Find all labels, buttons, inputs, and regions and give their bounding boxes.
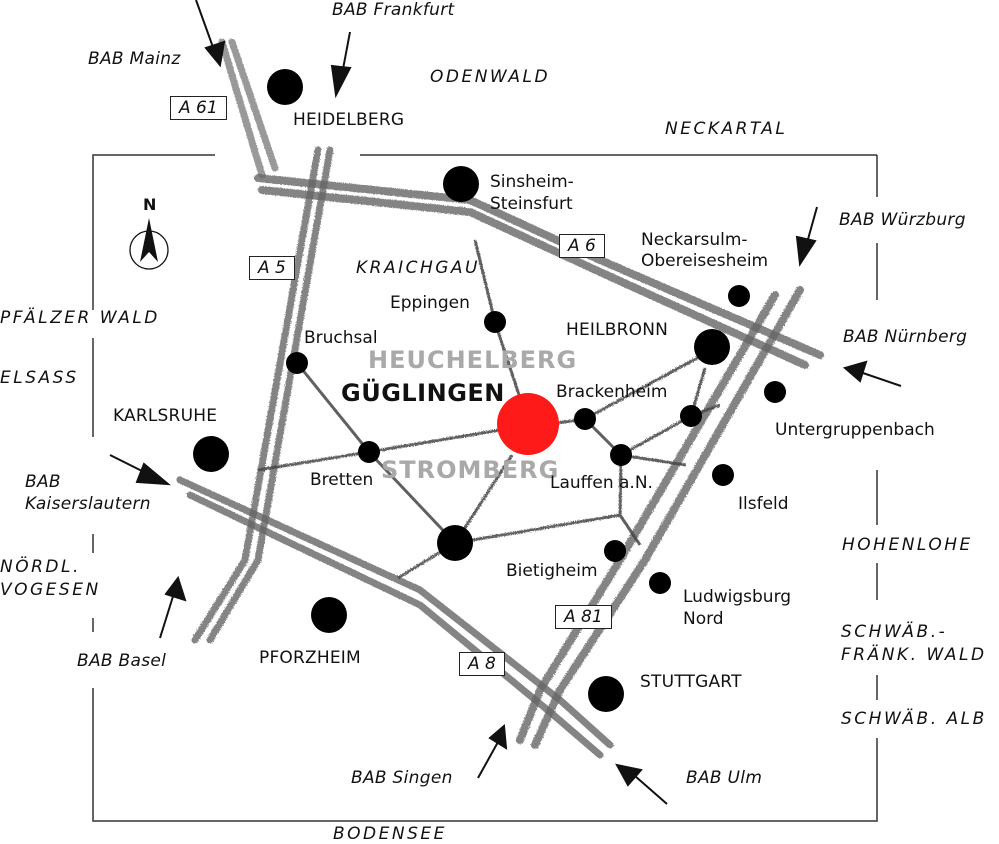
region-hohenlohe: HOHENLOHE	[842, 535, 973, 555]
motorway-shield-a61: A 61	[170, 96, 227, 120]
city-ludwigsburg-2: Nord	[683, 609, 724, 629]
direction-mainz: BAB Mainz	[88, 49, 181, 69]
map-frame	[92, 154, 878, 822]
heilbronn-marker	[694, 329, 730, 365]
city-bretten: Bretten	[310, 470, 374, 490]
direction-arrows	[109, 0, 902, 805]
bruchsal-marker	[286, 352, 308, 374]
direction-wuerzburg: BAB Würzburg	[839, 210, 966, 230]
region-kraichgau: KRAICHGAU	[356, 258, 481, 278]
region-schwaeb-alb: SCHWÄB. ALB	[841, 709, 987, 729]
city-sinsheim-1: Sinsheim-	[490, 172, 574, 192]
city-heidelberg: HEIDELBERG	[293, 110, 405, 130]
city-pforzheim: PFORZHEIM	[259, 648, 361, 668]
untergruppenbach-marker	[764, 381, 786, 403]
direction-nuernberg: BAB Nürnberg	[843, 327, 968, 347]
region-noerdl-vogesen-1: NÖRDL.	[0, 557, 81, 577]
hill-heuchelberg: HEUCHELBERG	[368, 346, 578, 374]
city-untergruppenbach: Untergruppenbach	[775, 420, 935, 440]
city-eppingen: Eppingen	[390, 293, 470, 313]
compass-north-label: N	[143, 195, 157, 214]
eppingen-marker	[484, 311, 506, 333]
sinsheim-marker	[443, 166, 479, 202]
region-noerdl-vogesen-2: VOGESEN	[0, 580, 101, 600]
ilsfeld-marker	[712, 464, 734, 486]
region-bodensee: BODENSEE	[333, 824, 447, 844]
region-odenwald: ODENWALD	[430, 67, 551, 87]
pforzheim-marker	[311, 597, 347, 633]
brackenheim-marker	[574, 408, 596, 430]
direction-frankfurt: BAB Frankfurt	[332, 0, 455, 20]
city-karlsruhe: KARLSRUHE	[113, 406, 218, 426]
motorway-shield-a81: A 81	[555, 605, 612, 629]
region-neckartal: NECKARTAL	[665, 119, 788, 139]
city-neckarsulm-1: Neckarsulm-	[641, 230, 748, 250]
city-heilbronn: HEILBRONN	[566, 320, 669, 340]
city-lauffen: Lauffen a.N.	[550, 473, 653, 493]
stuttgart-marker	[588, 676, 624, 712]
heidelberg-marker	[267, 69, 303, 105]
direction-ulm: BAB Ulm	[686, 768, 763, 788]
city-stuttgart: STUTTGART	[640, 672, 742, 692]
direction-kaiserslautern-2: Kaiserslautern	[25, 494, 151, 514]
city-neckarsulm-2: Obereisesheim	[641, 251, 769, 271]
lauffen-marker	[610, 444, 632, 466]
ludwigsburg-marker	[649, 572, 671, 594]
city-bietigheim: Bietigheim	[506, 561, 598, 581]
hill-stromberg: STROMBERG	[381, 456, 560, 484]
gueglingen-marker	[497, 393, 559, 455]
city-ludwigsburg-1: Ludwigsburg	[683, 587, 792, 607]
direction-singen: BAB Singen	[351, 768, 453, 788]
city-brackenheim: Brackenheim	[556, 382, 668, 402]
motorways	[176, 38, 824, 759]
motorway-shield-a6: A 6	[559, 234, 605, 258]
motorway-shield-a8: A 8	[459, 652, 505, 676]
bretten-marker	[358, 441, 380, 463]
neckarsulm-marker	[728, 285, 750, 307]
city-bruchsal: Bruchsal	[304, 328, 378, 348]
destination-label: GÜGLINGEN	[341, 379, 505, 407]
direction-basel: BAB Basel	[77, 651, 167, 671]
city-sinsheim-2: Steinsfurt	[490, 194, 573, 214]
motorway-shield-a5: A 5	[249, 256, 295, 280]
lauffen-east-marker	[680, 405, 702, 427]
city-ilsfeld: Ilsfeld	[738, 494, 789, 514]
compass-icon	[129, 218, 169, 270]
region-schwaeb-fraenk-2: FRÄNK. WALD	[841, 645, 987, 665]
direction-kaiserslautern-1: BAB	[25, 472, 61, 492]
junction-marker	[437, 525, 473, 561]
region-pfaelzer-wald: PFÄLZER WALD	[0, 308, 160, 328]
region-schwaeb-fraenk-1: SCHWÄB.-	[841, 622, 948, 642]
bietigheim-marker	[604, 540, 626, 562]
karlsruhe-marker	[193, 436, 229, 472]
region-elsass: ELSASS	[0, 368, 79, 388]
city-markers	[193, 69, 786, 712]
